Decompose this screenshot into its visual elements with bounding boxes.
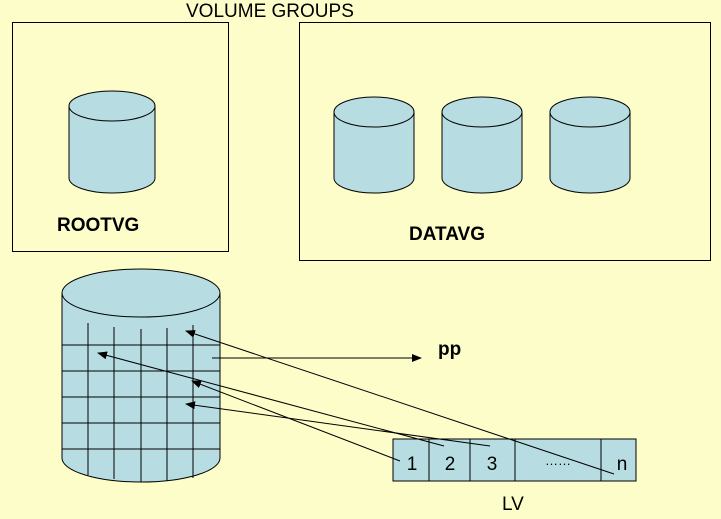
datavg-disk-3 — [549, 96, 631, 194]
rootvg-box — [12, 22, 229, 252]
lv-cell-1: 1 — [407, 454, 418, 475]
logical-volume-box: 1 2 3 …… n — [392, 438, 637, 482]
datavg-box — [299, 22, 711, 261]
lv-cell-ellipsis: …… — [545, 453, 571, 468]
datavg-label: DATAVG — [409, 224, 485, 245]
map-arrow-1 — [191, 380, 401, 462]
lv-label: LV — [502, 494, 524, 515]
lv-to-pp-arrows — [97, 330, 615, 475]
lv-cell-n: n — [617, 454, 628, 475]
pp-label: pp — [438, 339, 462, 360]
datavg-disk-1 — [333, 96, 415, 194]
map-arrow-2 — [97, 351, 445, 447]
rootvg-label: ROOTVG — [57, 215, 140, 236]
lv-cell-2: 2 — [445, 454, 456, 475]
lv-cell-3: 3 — [487, 454, 498, 475]
datavg-disk-2 — [441, 96, 523, 194]
pp-grid-horizontal — [62, 344, 220, 450]
rootvg-disk — [68, 90, 156, 194]
map-arrow-n — [185, 330, 615, 475]
map-arrow-3 — [185, 401, 491, 447]
physical-volume-disk — [61, 268, 221, 483]
diagram-title: VOLUME GROUPS — [186, 1, 354, 22]
